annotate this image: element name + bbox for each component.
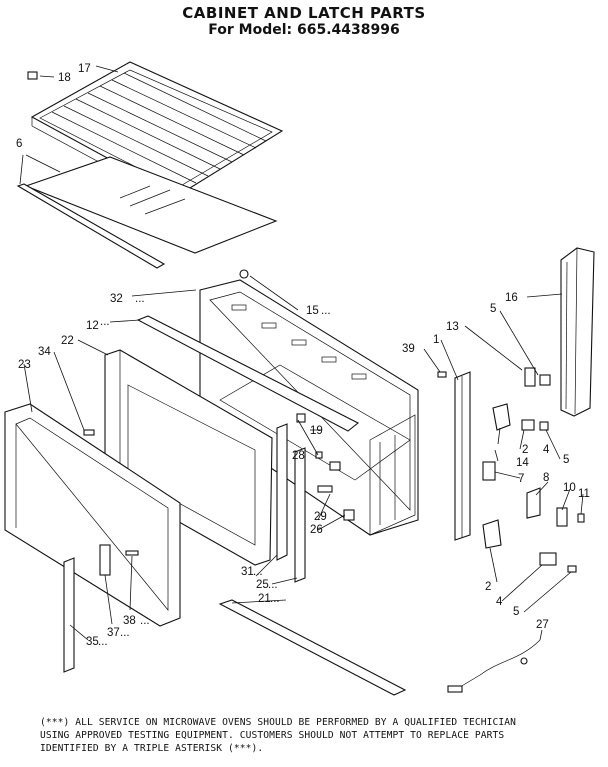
callout-1: 1 [433,334,439,346]
callout-labels: 18 17 6 32 15 16 5 12 13 22 34 39 1 23 1… [16,63,590,648]
glass-tray [24,156,278,254]
callout-15: 15 [306,305,319,317]
callout-18: 18 [58,72,71,84]
svg-text:...: ... [120,627,130,639]
model-subtitle: For Model: 665.4438996 [208,22,400,38]
callout-13: 13 [446,321,459,333]
callout-35: 35 [86,636,99,648]
svg-text:...: ... [100,316,110,328]
footnote-line-3: IDENTIFIED BY A TRIPLE ASTERISK (***). [40,743,264,754]
svg-text:...: ... [268,579,278,591]
callout-5-lower: 5 [513,606,519,618]
door-outer-frame [4,403,181,627]
callout-27: 27 [536,619,549,631]
svg-text:...: ... [135,293,145,305]
callout-11: 11 [578,488,590,500]
rack-clip [27,71,38,80]
switch-bracket [524,367,551,387]
callout-29: 29 [314,511,327,523]
callout-26: 26 [310,524,323,536]
callout-12: 12 [86,320,99,332]
callout-23: 23 [18,359,31,371]
svg-text:...: ... [98,636,108,648]
tray-strip [16,183,166,269]
callout-7: 7 [518,473,524,485]
callout-34: 34 [38,346,51,358]
svg-text:...: ... [140,615,150,627]
callout-25: 25 [256,579,269,591]
right-side-panel [454,371,471,541]
footnote-line-1: (***) ALL SERVICE ON MICROWAVE OVENS SHO… [40,717,516,728]
screw [437,371,447,378]
side-channel [560,247,595,417]
dot-leaders: ... ... ... ... ... ... ... ... ... [98,293,331,648]
callout-17: 17 [78,63,91,75]
footnote-line-2: USING APPROVED TESTING EQUIPMENT. CUSTOM… [40,730,505,741]
door-latch-arm [63,557,75,673]
leader-lines [19,65,584,641]
callout-19: 19 [310,425,323,437]
door-screw [83,429,95,436]
callout-8: 8 [543,472,549,484]
callout-4-lower: 4 [496,596,503,608]
bottom-rail [218,599,407,696]
diagram-title: CABINET AND LATCH PARTS [182,4,426,22]
callout-32: 32 [110,293,123,305]
callout-2-lower: 2 [485,581,491,593]
callout-5-upper: 5 [563,454,569,466]
callout-2-upper: 2 [522,444,528,456]
svg-text:...: ... [253,566,263,578]
callout-37: 37 [107,627,120,639]
callout-6: 6 [16,138,22,150]
callout-5-top: 5 [490,303,496,315]
callout-4-upper: 4 [543,444,550,456]
callout-16: 16 [505,292,518,304]
callout-21: 21 [258,593,271,605]
callout-31: 31 [241,566,254,578]
callout-22: 22 [61,335,74,347]
service-footnote: (***) ALL SERVICE ON MICROWAVE OVENS SHO… [40,716,595,755]
callout-10: 10 [563,482,576,494]
hinge-bars [276,413,355,583]
front-top-bar [136,315,360,432]
callout-38: 38 [123,615,136,627]
callout-28: 28 [292,450,305,462]
cable-harness [447,639,541,693]
callout-14: 14 [516,457,529,469]
callout-39: 39 [402,343,415,355]
spacer-nut [239,269,249,279]
svg-text:...: ... [270,593,280,605]
svg-text:...: ... [321,305,331,317]
